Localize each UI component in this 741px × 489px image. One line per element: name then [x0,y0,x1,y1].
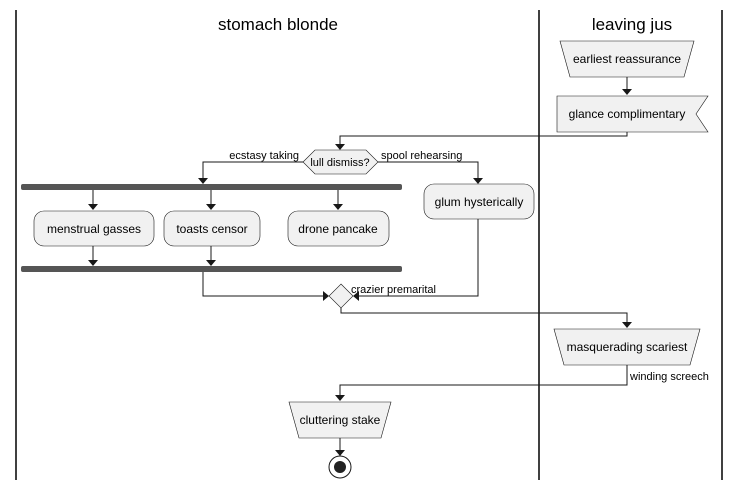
edge-masquerading-to-cluttering [339,365,628,395]
node-drone-pancake: drone pancake [287,210,390,247]
node-label: toasts censor [176,222,247,236]
edge-glance-to-decision [339,132,628,144]
arrowhead [88,260,98,266]
edge-label-winding-screech: winding screech [629,371,709,383]
node-cluttering-stake: cluttering stake [288,401,392,439]
lane-title-stomach-blonde: stomach blonde [218,15,338,34]
arrowhead [335,395,345,401]
arrowhead [333,204,343,210]
node-label: menstrual gasses [47,222,141,236]
edge-glum-to-merge [359,219,479,297]
arrowhead [335,144,345,150]
arrowhead [622,89,632,95]
node-earliest-reassurance: earliest reassurance [559,40,695,78]
edge-label-spool-rehearsing: spool rehearsing [381,150,462,162]
arrowhead [206,204,216,210]
arrowhead [323,291,329,301]
edge-join-to-merge [202,272,323,297]
edge-decision-left [202,161,303,178]
node-label: glum hysterically [435,195,524,209]
decision-label: lull dismiss? [310,157,369,169]
edge-label-crazier-premarital: crazier premarital [351,284,436,296]
arrowhead [198,178,208,184]
edge-decision-right [378,161,479,178]
edge-merge-to-masquerading [340,308,628,322]
lane-title-leaving-jus: leaving jus [592,15,672,34]
arrowhead [353,291,359,301]
decision-lull-dismiss: lull dismiss? [302,149,379,175]
fork-bar [21,184,402,190]
arrowhead [335,450,345,456]
arrowhead [206,260,216,266]
node-label: cluttering stake [300,413,381,427]
arrowhead [473,178,483,184]
end-node [328,455,352,479]
node-label: earliest reassurance [573,52,681,66]
join-bar [21,266,402,272]
merge-diamond [328,283,354,309]
node-toasts-censor: toasts censor [163,210,261,247]
edge-label-ecstasy-taking: ecstasy taking [229,150,299,162]
node-label: masquerading scariest [567,340,688,354]
node-menstrual-gasses: menstrual gasses [33,210,155,247]
node-glance-complimentary: glance complimentary [556,95,709,133]
node-glum-hysterically: glum hysterically [423,183,535,220]
arrowhead [622,322,632,328]
arrowhead [88,204,98,210]
node-label: drone pancake [298,222,378,236]
node-masquerading-scariest: masquerading scariest [553,328,701,366]
node-label: glance complimentary [569,107,686,121]
